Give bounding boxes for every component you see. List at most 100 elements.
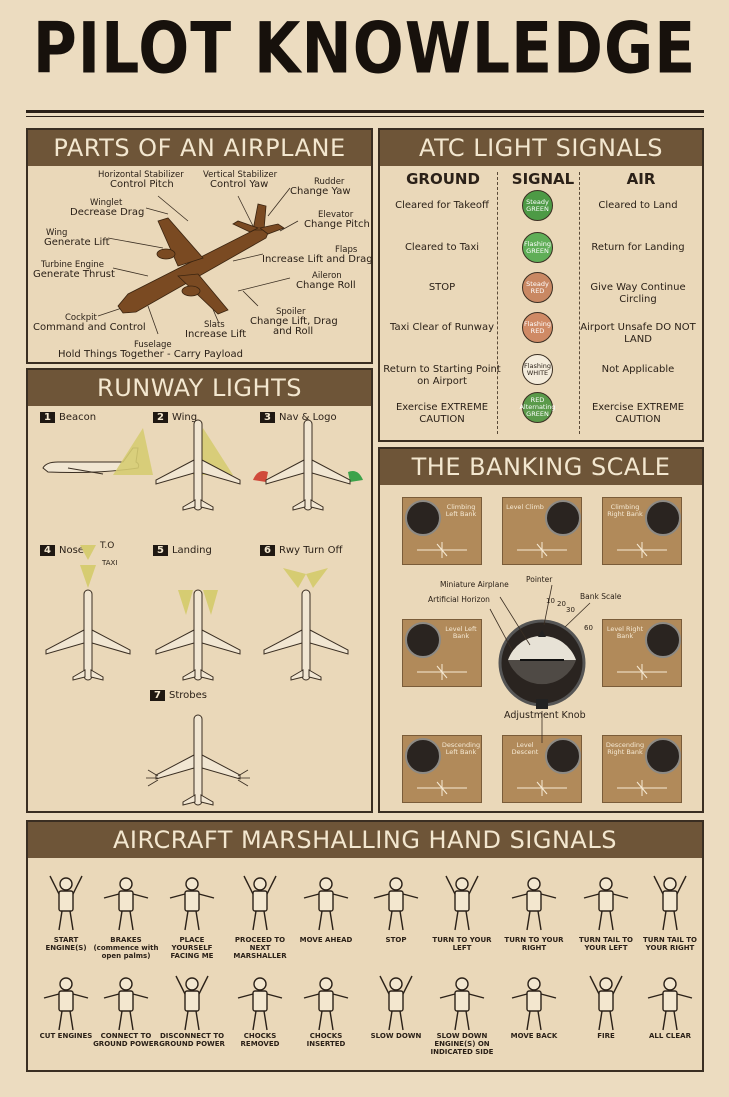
label-hstab-fn: Control Pitch	[110, 179, 174, 190]
label-turbine-fn: Generate Thrust	[33, 269, 115, 280]
label-vstab-fn: Control Yaw	[210, 179, 269, 190]
label-knob: Adjustment Knob	[504, 710, 586, 721]
nose-light-to	[80, 545, 96, 560]
landing-light-left	[178, 590, 193, 615]
runway-light-number: 2	[153, 412, 168, 423]
atc-divider-right	[579, 172, 580, 434]
title-rule	[26, 110, 704, 113]
attitude-gauge-icon	[545, 738, 581, 774]
label-wing: Wing	[46, 228, 68, 238]
hand-signal-label: FIRE	[597, 1032, 615, 1040]
strobe-rays	[146, 769, 250, 787]
runway-light-name: Rwy Turn Off	[278, 545, 343, 556]
attitude-gauge-icon	[645, 738, 681, 774]
small-plane-icon	[417, 542, 467, 558]
marshaller-figure-icon	[653, 875, 687, 931]
bank-box: Climbing Left Bank	[402, 497, 482, 565]
runway-light-number: 7	[150, 690, 165, 701]
label-fuselage-fn: Hold Things Together - Carry Payload	[58, 349, 244, 360]
label-fuselage: Fuselage	[134, 340, 172, 350]
atc-header-air: AIR	[626, 170, 656, 188]
bank-box-label: Level Right Bank	[606, 625, 644, 640]
atc-ground-text: Exercise EXTREME CAUTION	[395, 402, 489, 425]
hand-signal-label: START ENGINE(S)	[45, 936, 87, 952]
nav-light-green	[348, 471, 363, 482]
atc-ground-text: Cleared to Taxi	[404, 242, 480, 253]
marshaller-figure-icon	[373, 877, 419, 931]
attitude-gauge-icon	[645, 622, 681, 658]
hand-signal-label: SLOW DOWN ENGINE(S) ON INDICATED SIDE	[430, 1032, 494, 1056]
label-winglet: Winglet	[90, 198, 123, 208]
atc-panel: ATC LIGHT SIGNALS GROUND SIGNAL AIR Clea…	[378, 128, 704, 442]
atc-ground-text: STOP	[428, 282, 456, 293]
title-rule-thin	[26, 116, 704, 117]
atc-ground-text: Return to Starting Point on Airport	[383, 364, 501, 387]
runway-diagrams	[42, 419, 363, 806]
small-plane-icon	[417, 780, 467, 796]
bank-box: Level Right Bank	[602, 619, 682, 687]
bank-box-label: Climbing Right Bank	[607, 503, 643, 518]
marshaller-figure-icon	[647, 977, 693, 1031]
runway-light-number: 1	[40, 412, 55, 423]
label-slats: Slats	[204, 320, 225, 330]
hand-signal-label: CHOCKS INSERTED	[306, 1032, 346, 1048]
runway-light-number: 6	[260, 545, 275, 556]
turnoff-light-left	[283, 568, 306, 588]
atc-signal-light: RED Alternating GREEN	[519, 392, 556, 423]
runway-light-number: 4	[40, 545, 55, 556]
hand-signal-label: DISCONNECT TO GROUND POWER	[159, 1032, 225, 1048]
atc-air-text: Return for Landing	[591, 242, 685, 253]
label-slats-fn: Increase Lift	[185, 329, 247, 340]
marshalling-title: AIRCRAFT MARSHALLING HAND SIGNALS	[28, 822, 702, 858]
label-vstab: Vertical Stabilizer	[203, 170, 278, 180]
marshaller-figure-icon	[589, 975, 623, 1031]
label-aileron: Aileron	[312, 271, 342, 281]
small-plane-icon	[517, 542, 567, 558]
label-elevator-fn: Change Pitch	[304, 219, 370, 230]
label-cockpit: Cockpit	[65, 313, 97, 323]
hand-signal-label: STOP	[385, 936, 407, 944]
marshaller-figure-icon	[169, 877, 215, 931]
atc-title: ATC LIGHT SIGNALS	[380, 130, 702, 166]
bank-box: Level Descent	[502, 735, 582, 803]
marshaller-figure-icon	[379, 975, 413, 1031]
marshaller-figure-icon	[175, 975, 209, 1031]
label-flaps: Flaps	[335, 245, 358, 255]
tick-20: 20	[557, 600, 566, 608]
atc-signal-light: Flashing GREEN	[522, 232, 553, 263]
small-plane-icon	[617, 664, 667, 680]
runway-light-name: Nose	[58, 545, 84, 556]
atc-signal-light: Steady RED	[522, 272, 553, 303]
atc-ground-text: Cleared for Takeoff	[395, 200, 489, 211]
hand-signal-label: MOVE AHEAD	[299, 936, 353, 944]
parts-title: PARTS OF AN AIRPLANE	[28, 130, 371, 166]
hand-signal-label: ALL CLEAR	[649, 1032, 691, 1040]
attitude-gauge-icon	[645, 500, 681, 536]
marshaller-figure-icon	[511, 977, 557, 1031]
hand-signal-label: MOVE BACK	[510, 1032, 558, 1040]
atc-air-text: Cleared to Land	[598, 200, 678, 211]
bank-box-label: Descending Left Bank	[441, 741, 481, 756]
runway-light-name: Strobes	[168, 690, 207, 701]
atc-ground-text: Taxi Clear of Runway	[389, 322, 494, 333]
atc-signal-light: Flashing WHITE	[522, 354, 553, 385]
label-pointer: Pointer	[526, 575, 553, 584]
runway-light-number: 3	[260, 412, 275, 423]
tick-30: 30	[566, 606, 575, 614]
attitude-indicator	[489, 584, 591, 743]
runway-light-name: Wing	[171, 412, 198, 423]
bank-box: Level Left Bank	[402, 619, 482, 687]
marshaller-figure-icon	[445, 875, 479, 931]
small-plane-icon	[617, 780, 667, 796]
marshaller-figure-icon	[303, 877, 349, 931]
bank-box: Climbing Right Bank	[602, 497, 682, 565]
label-elevator: Elevator	[318, 210, 354, 220]
tick-10: 10	[546, 597, 555, 605]
